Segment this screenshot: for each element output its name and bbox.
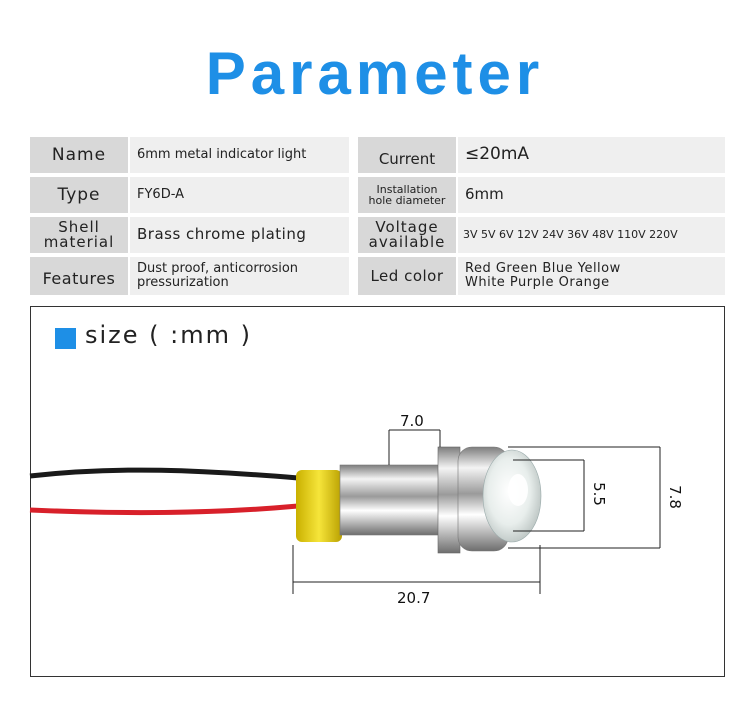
installation-label-line2: hole diameter [368, 194, 446, 207]
led-color-label: Led color [358, 257, 456, 295]
dimension-lines [292, 429, 661, 594]
name-label-text: Name [51, 144, 107, 165]
voltage-value: 3V 5V 6V 12V 24V 36V 48V 110V 220V [458, 217, 725, 253]
led-color-label-text: Led color [370, 266, 444, 285]
hex-nut [437, 446, 461, 554]
dimension-lens-diameter: 5.5 [589, 482, 608, 506]
size-panel: size ( :mm ) [30, 306, 725, 677]
name-label: Name [30, 137, 128, 173]
voltage-value-text: 3V 5V 6V 12V 24V 36V 48V 110V 220V [463, 228, 678, 242]
led-lens [482, 449, 542, 543]
shell-label-line2: material [43, 233, 115, 251]
installation-label: Installation hole diameter [358, 177, 456, 213]
name-value-text: 6mm metal indicator light [137, 147, 307, 163]
type-label: Type [30, 177, 128, 213]
installation-value-text: 6mm [465, 185, 504, 204]
yellow-sleeve [296, 470, 342, 542]
led-color-value-line1: Red Green Blue Yellow [465, 261, 621, 277]
current-value-text: ≤20mA [465, 144, 530, 165]
voltage-label: Voltage available [358, 217, 456, 253]
current-label: Current [358, 137, 456, 173]
installation-value: 6mm [458, 177, 725, 213]
shell-value-text: Brass chrome plating [137, 225, 307, 244]
size-title: size ( :mm ) [85, 321, 252, 349]
wire-black [29, 467, 299, 481]
installation-label-line1: Installation [376, 183, 438, 196]
voltage-label-line1: Voltage [375, 218, 439, 236]
dimension-head-diameter: 7.8 [665, 485, 684, 509]
shell-label-line1: Shell [58, 218, 100, 236]
page-title: Parameter [205, 40, 545, 107]
dimension-hex-width: 7.0 [400, 412, 424, 430]
type-value: FY6D-A [130, 177, 349, 213]
features-value-line1: Dust proof, anticorrosion [137, 261, 299, 277]
name-value: 6mm metal indicator light [130, 137, 349, 173]
threaded-body [339, 464, 441, 536]
features-value-line2: pressurization [137, 275, 229, 290]
size-marker-square [55, 328, 76, 349]
features-label-text: Features [42, 269, 116, 288]
features-value: Dust proof, anticorrosion pressurization [130, 257, 349, 295]
current-value: ≤20mA [458, 137, 725, 173]
shell-value: Brass chrome plating [130, 217, 349, 253]
led-color-value: Red Green Blue Yellow White Purple Orang… [458, 257, 725, 295]
wire-red [29, 503, 299, 516]
dimension-total-length: 20.7 [397, 589, 431, 607]
type-label-text: Type [57, 184, 101, 205]
shell-label: Shell material [30, 217, 128, 253]
led-color-value-line2: White Purple Orange [465, 275, 610, 290]
type-value-text: FY6D-A [137, 187, 184, 203]
current-label-text: Current [378, 149, 436, 168]
features-label: Features [30, 257, 128, 295]
voltage-label-line2: available [368, 233, 446, 251]
